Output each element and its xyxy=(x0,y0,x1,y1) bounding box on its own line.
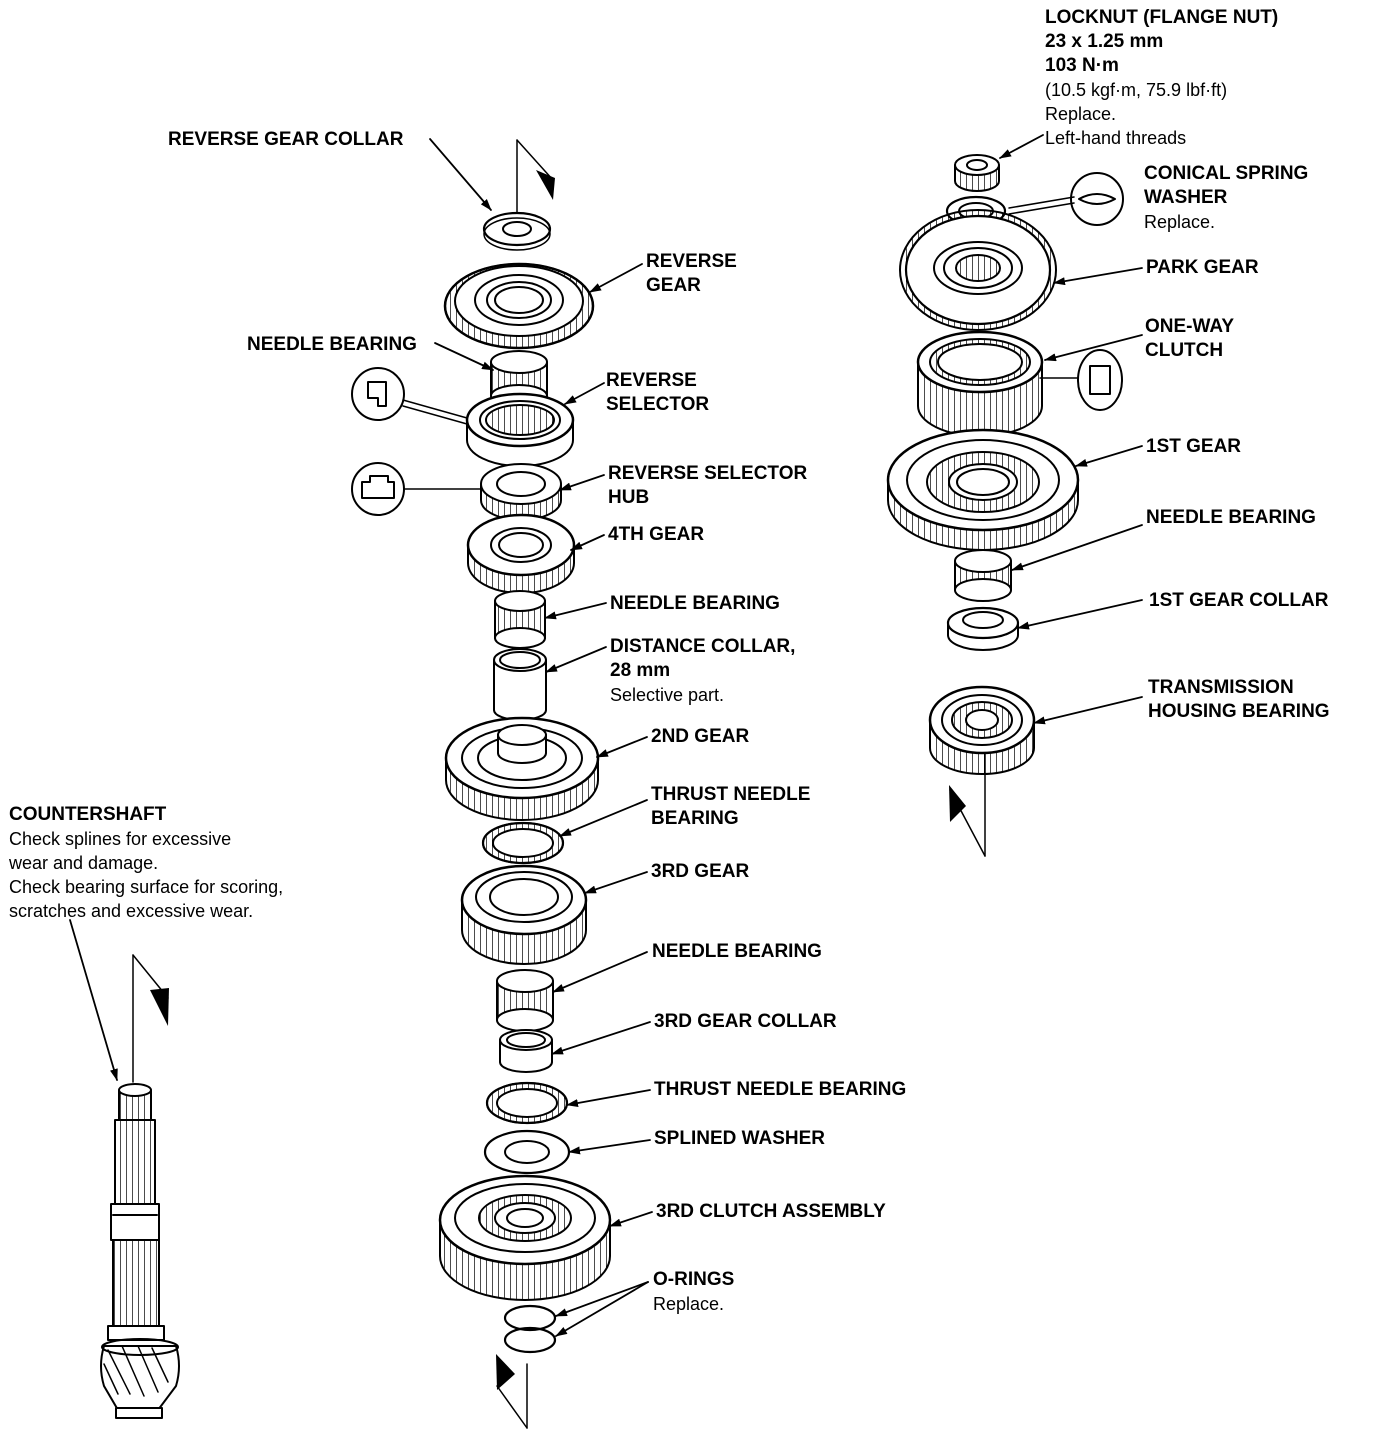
label-needle-bearing-1: NEEDLE BEARING xyxy=(247,334,417,355)
label-note: Check bearing surface for scoring, xyxy=(9,877,284,897)
label-line: COUNTERSHAFT xyxy=(9,804,167,825)
reverse-gear-collar-part xyxy=(482,211,552,251)
label-note: Selective part. xyxy=(610,685,725,705)
label-one-way-clutch: ONE-WAY CLUTCH xyxy=(1145,315,1234,363)
one-way-clutch-detail-callout xyxy=(1039,349,1123,411)
label-line: HOUSING BEARING xyxy=(1148,701,1330,722)
first-gear-part xyxy=(886,428,1080,551)
label-park-gear: PARK GEAR xyxy=(1146,257,1259,278)
label-thrust-needle-bearing-2: THRUST NEEDLE BEARING xyxy=(654,1079,907,1100)
label-line: THRUST NEEDLE xyxy=(651,784,811,805)
reverse-selector-hub-detail-callout xyxy=(351,462,482,516)
needle-bearing-part-3 xyxy=(496,969,554,1032)
label-note: Replace. xyxy=(1045,104,1117,124)
one-way-clutch-part xyxy=(916,330,1044,437)
park-gear-part xyxy=(899,209,1057,331)
label-line: 23 x 1.25 mm xyxy=(1045,31,1164,52)
reverse-selector-hub-part xyxy=(480,463,562,521)
label-locknut: LOCKNUT (FLANGE NUT) 23 x 1.25 mm 103 N·… xyxy=(1045,6,1278,150)
label-thrust-needle-bearing-1: THRUST NEEDLE BEARING xyxy=(651,783,810,831)
third-clutch-assembly-part xyxy=(438,1174,612,1301)
label-splined-washer: SPLINED WASHER xyxy=(654,1128,826,1149)
o-rings-part xyxy=(503,1304,557,1354)
label-reverse-gear-collar: REVERSE GEAR COLLAR xyxy=(168,129,404,150)
label-line: WASHER xyxy=(1144,187,1228,208)
label-third-gear-collar: 3RD GEAR COLLAR xyxy=(654,1011,837,1032)
label-note: wear and damage. xyxy=(9,853,159,873)
label-line: CONICAL SPRING xyxy=(1144,163,1309,184)
label-reverse-selector-hub: REVERSE SELECTOR HUB xyxy=(608,462,807,510)
first-gear-collar-part xyxy=(946,606,1020,651)
label-second-gear: 2ND GEAR xyxy=(651,726,750,747)
label-third-gear: 3RD GEAR xyxy=(651,861,750,882)
thrust-needle-bearing-part-2 xyxy=(485,1081,569,1125)
label-first-gear-collar: 1ST GEAR COLLAR xyxy=(1149,590,1329,611)
label-line: LOCKNUT (FLANGE NUT) xyxy=(1045,7,1279,28)
countershaft-leader xyxy=(69,919,118,1081)
label-line: REVERSE SELECTOR xyxy=(608,463,808,484)
label-line: BEARING xyxy=(651,808,739,829)
needle-bearing-part-2 xyxy=(494,590,546,649)
label-line: 28 mm xyxy=(610,660,671,681)
conical-spring-washer-detail-callout xyxy=(1008,172,1124,226)
reverse-selector-detail-callout xyxy=(351,367,468,425)
label-o-rings: O-RINGS Replace. xyxy=(653,1268,734,1316)
label-note: Left-hand threads xyxy=(1045,128,1187,148)
label-note: Replace. xyxy=(1144,212,1216,232)
reverse-selector-part xyxy=(465,392,575,467)
countershaft-axis xyxy=(132,954,169,1083)
label-fourth-gear: 4TH GEAR xyxy=(608,524,705,545)
third-gear-collar-part xyxy=(499,1029,553,1073)
label-reverse-gear: REVERSE GEAR xyxy=(646,250,737,298)
label-note: Check splines for excessive xyxy=(9,829,232,849)
label-line: REVERSE xyxy=(646,251,737,272)
transmission-housing-bearing-part xyxy=(928,685,1036,775)
label-line: HUB xyxy=(608,487,650,508)
reverse-gear-part xyxy=(443,262,595,350)
label-line: DISTANCE COLLAR, xyxy=(610,636,796,657)
label-distance-collar: DISTANCE COLLAR, 28 mm Selective part. xyxy=(610,635,795,707)
label-countershaft: COUNTERSHAFT Check splines for excessive… xyxy=(9,803,283,923)
countershaft-part xyxy=(100,1083,180,1419)
label-transmission-housing-bearing: TRANSMISSION HOUSING BEARING xyxy=(1148,676,1330,724)
label-conical-spring-washer: CONICAL SPRING WASHER Replace. xyxy=(1144,162,1308,234)
label-line: ONE-WAY xyxy=(1145,316,1235,337)
label-needle-bearing-3: NEEDLE BEARING xyxy=(652,941,822,962)
label-line: TRANSMISSION xyxy=(1148,677,1294,698)
splined-washer-part xyxy=(483,1129,571,1175)
label-line: REVERSE xyxy=(606,370,697,391)
center-leaders xyxy=(429,138,653,1337)
label-first-gear: 1ST GEAR xyxy=(1146,436,1242,457)
label-needle-bearing-4: NEEDLE BEARING xyxy=(1146,507,1316,528)
label-needle-bearing-2: NEEDLE BEARING xyxy=(610,593,780,614)
third-gear-part xyxy=(460,864,588,965)
center-shaft-axis xyxy=(496,139,555,1429)
label-reverse-selector: REVERSE SELECTOR xyxy=(606,369,709,417)
thrust-needle-bearing-part-1 xyxy=(481,821,565,865)
label-line: O-RINGS xyxy=(653,1269,735,1290)
second-gear-part xyxy=(444,716,600,821)
label-line: CLUTCH xyxy=(1145,340,1224,361)
needle-bearing-part-4 xyxy=(954,549,1012,602)
label-note: Replace. xyxy=(653,1294,725,1314)
label-line: 103 N·m xyxy=(1045,55,1119,76)
label-third-clutch-assembly: 3RD CLUTCH ASSEMBLY xyxy=(656,1201,886,1222)
label-note: (10.5 kgf·m, 75.9 lbf·ft) xyxy=(1045,80,1228,100)
locknut-part xyxy=(954,154,1000,192)
distance-collar-part xyxy=(493,648,547,721)
label-note: scratches and excessive wear. xyxy=(9,901,254,921)
fourth-gear-part xyxy=(466,513,576,594)
label-line: GEAR xyxy=(646,275,701,296)
right-leaders xyxy=(999,134,1143,725)
label-line: SELECTOR xyxy=(606,394,710,415)
